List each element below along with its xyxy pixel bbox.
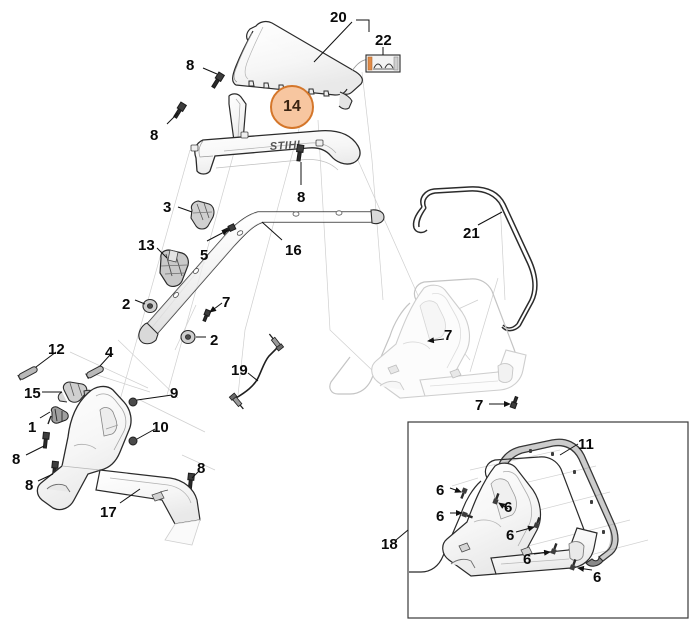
callout-lower-console-bracket-17[interactable]: 17: [100, 504, 117, 521]
highlighted-part-marker-14[interactable]: 14: [270, 85, 314, 129]
callout-screw-8[interactable]: 8: [186, 57, 195, 74]
part-22-clip: [351, 54, 401, 73]
callout-detail-box-ref-18[interactable]: 18: [381, 536, 398, 553]
callout-washer-2[interactable]: 2: [122, 296, 131, 313]
callout-grommet-9[interactable]: 9: [170, 385, 179, 402]
inset-detail-box: [407, 421, 689, 619]
callout-screw-6[interactable]: 6: [593, 569, 602, 586]
callout-bowden-cable-19[interactable]: 19: [231, 362, 248, 379]
callout-latch-lever-15[interactable]: 15: [24, 385, 41, 402]
callout-screw-8[interactable]: 8: [197, 460, 206, 477]
callout-screw-6[interactable]: 6: [506, 527, 515, 544]
part-10-grommet: [128, 436, 138, 446]
callout-grommet-10[interactable]: 10: [152, 419, 169, 436]
callout-screw-6[interactable]: 6: [436, 508, 445, 525]
part-12-pin: [17, 366, 38, 381]
ghost-handle-assembly: [329, 278, 527, 399]
part-4-pin: [85, 365, 104, 380]
part-14-handle-shell: STIHL: [190, 93, 361, 175]
callout-cable-clamp-3[interactable]: 3: [163, 199, 172, 216]
part-16-handle-tube: [138, 209, 385, 345]
svg-text:STIHL: STIHL: [269, 139, 304, 153]
callout-screw-7[interactable]: 7: [444, 327, 453, 344]
callout-screw-6[interactable]: 6: [523, 551, 532, 568]
callout-pin-12[interactable]: 12: [48, 341, 65, 358]
callout-washer-2[interactable]: 2: [210, 332, 219, 349]
callout-screw-8[interactable]: 8: [297, 189, 306, 206]
callout-screw-small-5[interactable]: 5: [200, 247, 209, 264]
callout-upper-handle-cover-20[interactable]: 20: [330, 9, 347, 26]
part-9-grommet: [128, 397, 138, 407]
highlight-number: 14: [283, 98, 301, 115]
callout-cable-clip-22[interactable]: 22: [375, 32, 392, 49]
leader-lines: [25, 19, 593, 572]
callout-handle-bar-tube-16[interactable]: 16: [285, 242, 302, 259]
callout-screw-7[interactable]: 7: [222, 294, 231, 311]
callout-screw-7[interactable]: 7: [475, 397, 484, 414]
phantom-assembly-lines: [69, 71, 506, 471]
callout-screw-8[interactable]: 8: [25, 477, 34, 494]
callout-wire-bail-handle-21[interactable]: 21: [463, 225, 480, 242]
part-17-lower-bracket: [36, 385, 201, 546]
callout-screw-6[interactable]: 6: [436, 482, 445, 499]
part-21-wire-bail: [412, 186, 538, 332]
callout-pin-4[interactable]: 4: [105, 344, 114, 361]
part-19-bowden-cable: [228, 333, 285, 410]
callout-upper-handle-trim-11[interactable]: 11: [578, 436, 594, 453]
part-3-cable-clamp: [190, 200, 215, 230]
stihl-brand-emboss: STIHL: [269, 139, 304, 153]
callout-screw-8[interactable]: 8: [150, 127, 159, 144]
callout-clip-1[interactable]: 1: [28, 419, 37, 436]
callout-screw-6[interactable]: 6: [504, 499, 513, 516]
callout-handle-clamp-block-13[interactable]: 13: [138, 237, 155, 254]
callout-screw-8[interactable]: 8: [12, 451, 21, 468]
part-1-clip: [47, 406, 69, 425]
part-13-clamp-block: [159, 249, 189, 287]
part-2-washers: [142, 298, 196, 345]
